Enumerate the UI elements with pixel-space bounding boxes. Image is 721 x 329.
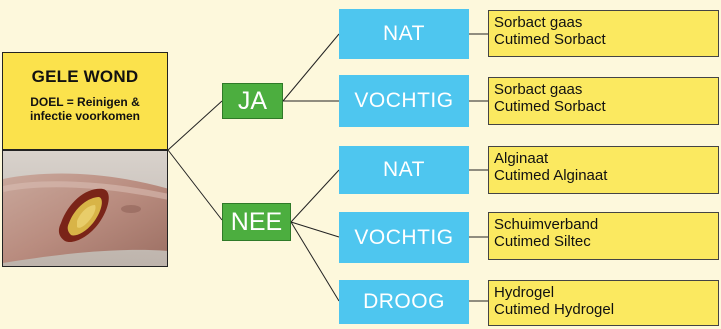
product-box-4: Schuimverband Cutimed Siltec [488, 212, 719, 260]
wound-photo-image [3, 151, 167, 266]
state-nee-nat: NAT [339, 146, 469, 194]
connector-ja-nat [282, 33, 340, 102]
state-nee-vochtig: VOCHTIG [339, 212, 469, 263]
goal-line-2: infectie voorkomen [29, 109, 141, 123]
product-box-1: Sorbact gaas Cutimed Sorbact [488, 10, 719, 57]
product-5-line-1: Hydrogel [494, 284, 555, 301]
goal-line-1: DOEL = Reinigen & [30, 95, 140, 109]
connector-title-ja [167, 100, 223, 151]
product-box-5: Hydrogel Cutimed Hydrogel [488, 280, 719, 326]
goal-text: DOEL = Reinigen & infectie voorkomen [3, 95, 167, 123]
product-box-2: Sorbact gaas Cutimed Sorbact [488, 77, 719, 125]
state-nee-droog: DROOG [339, 280, 469, 324]
product-3-line-1: Alginaat [494, 150, 549, 167]
decision-ja: JA [222, 83, 283, 119]
decision-nee: NEE [222, 203, 291, 241]
product-4-line-2: Cutimed Siltec [494, 233, 591, 250]
wound-photo [2, 150, 168, 267]
product-2-line-1: Sorbact gaas [494, 81, 583, 98]
product-5-line-2: Cutimed Hydrogel [494, 301, 615, 318]
product-4-line-1: Schuimverband [494, 216, 599, 233]
connector-nee-nat [290, 169, 340, 223]
product-2-line-2: Cutimed Sorbact [494, 98, 606, 115]
product-1-line-1: Sorbact gaas [494, 14, 583, 31]
product-1-line-2: Cutimed Sorbact [494, 31, 606, 48]
title-box: GELE WOND DOEL = Reinigen & infectie voo… [2, 52, 168, 150]
product-box-3: Alginaat Cutimed Alginaat [488, 146, 719, 194]
state-ja-vochtig: VOCHTIG [339, 75, 469, 127]
connector-title-nee [167, 149, 223, 221]
title-heading: GELE WOND [31, 67, 139, 86]
product-3-line-2: Cutimed Alginaat [494, 167, 608, 184]
connector-nee-vochtig [290, 221, 340, 238]
state-ja-nat: NAT [339, 9, 469, 59]
connector-nee-droog [290, 221, 340, 302]
